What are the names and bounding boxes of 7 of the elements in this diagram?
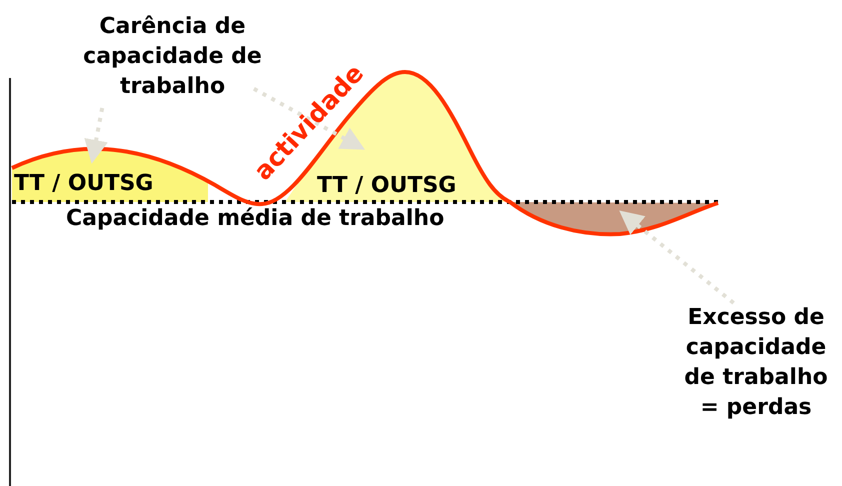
region-label: TT / OUTSG [14,170,154,198]
callout-text: Excesso de capacidade de trabalho = perdas [683,304,829,422]
leader-line [84,108,108,164]
leader-line [252,87,365,150]
leader-line [619,210,735,305]
axis-label: Capacidade média de trabalho [66,205,444,233]
callout-text: Carência de capacidade de trabalho [82,13,262,99]
